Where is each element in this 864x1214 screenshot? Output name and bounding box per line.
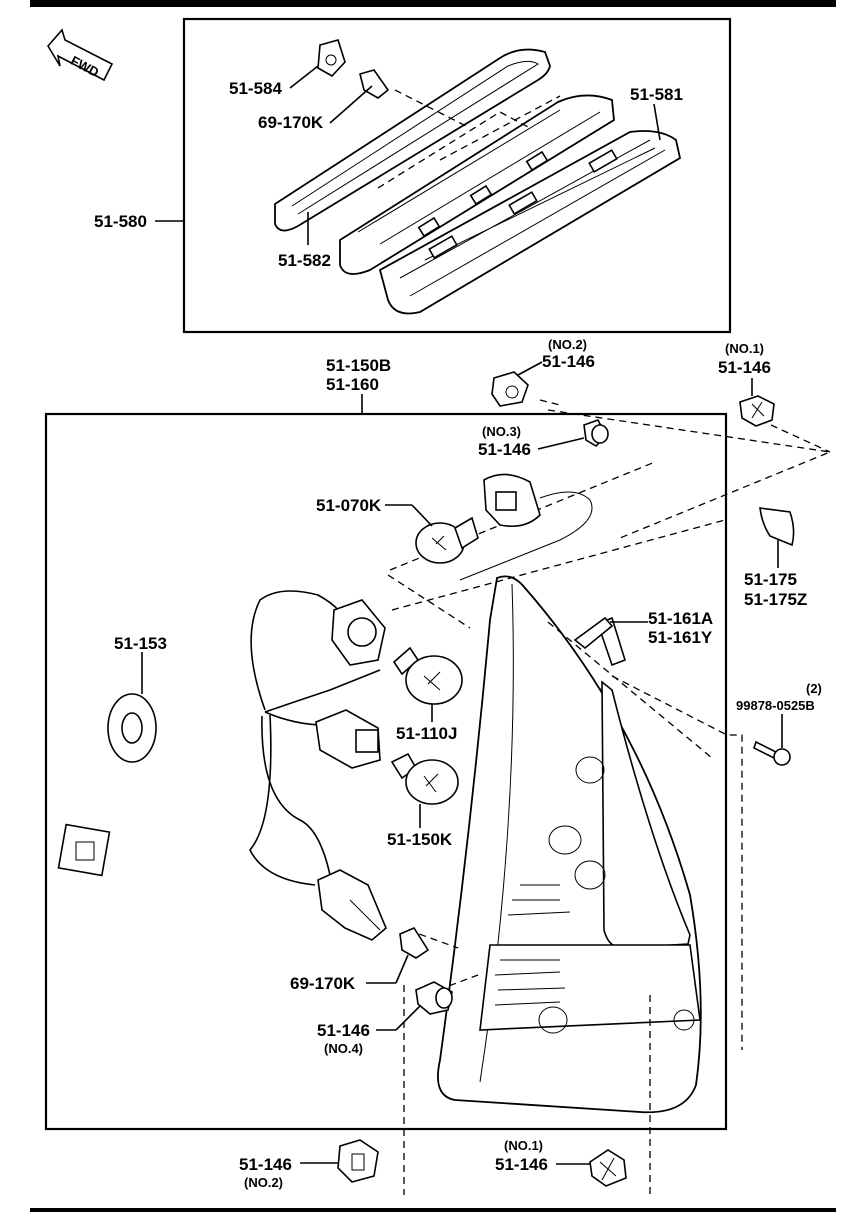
label-no1-top: (NO.1) [725,341,764,356]
label-51-146-no2-top: 51-146 [542,352,595,371]
high-mount-lamp-lens [378,130,682,315]
clip-51-146-no2-top [491,371,529,407]
leader-69-170k-bottom [395,954,409,984]
lamp-guide-lines [387,399,833,1195]
leader-51-070k [411,504,433,527]
label-69-170k-bottom: 69-170K [290,974,356,993]
bulb-51-150k [390,752,459,805]
label-99878-0525b: 99878-0525B [736,698,815,713]
top-rule [30,0,836,7]
label-no2-bottom: (NO.2) [244,1175,283,1190]
wiring-harness-51-153 [57,590,381,886]
label-51-150k: 51-150K [387,830,453,849]
clip-51-146-no2-bottom [337,1139,379,1183]
clip-51-146-no4 [415,981,453,1015]
high-mount-lamp-cover [274,48,551,232]
label-51-161y: 51-161Y [648,628,713,647]
clip-51-146-no1-bottom [589,1149,627,1187]
bulb-69-170k-bottom [399,926,430,959]
label-no2-top: (NO.2) [548,337,587,352]
socket-turn [317,869,387,941]
rear-combination-lamp-lens [437,575,702,1114]
lower-assembly-frame [44,412,728,1131]
label-no4: (NO.4) [324,1041,363,1056]
label-51-110j: 51-110J [396,724,457,743]
clip-51-146-no3 [583,419,609,448]
pad-51-175 [759,507,795,547]
label-51-150b: 51-150B [326,356,391,375]
label-69-170k-top: 69-170K [258,113,324,132]
socket-upper [459,473,593,581]
label-51-582: 51-582 [278,251,331,270]
bottom-rule [30,1208,836,1212]
high-mount-lamp-housing [339,94,615,275]
leader-51-146-no4 [395,1005,421,1031]
label-51-160: 51-160 [326,375,379,394]
label-51-581: 51-581 [630,85,683,104]
upper-guide-lines [377,89,561,189]
label-51-153: 51-153 [114,634,167,653]
label-no3: (NO.3) [482,424,521,439]
label-qty2: (2) [806,681,822,696]
leader-51-584 [289,65,319,89]
socket-51-584 [317,39,346,78]
clip-51-146-no1-top [739,395,775,427]
leader-51-146-no2-top [517,361,543,376]
label-51-584: 51-584 [229,79,282,98]
leader-69-170k-top [329,85,373,124]
label-51-175z: 51-175Z [744,590,807,609]
label-51-175: 51-175 [744,570,797,589]
socket-tail [331,599,386,666]
socket-stop [315,709,381,769]
upper-assembly-frame [182,17,732,334]
label-51-070k: 51-070K [316,496,382,515]
leader-51-146-no3 [537,437,585,450]
label-51-146-no2-bottom: 51-146 [239,1155,292,1174]
leader-51-581 [653,103,661,141]
label-51-146-no3: 51-146 [478,440,531,459]
label-51-146-no4: 51-146 [317,1021,370,1040]
bulb-51-070k [415,516,479,564]
label-51-161a: 51-161A [648,609,713,628]
label-51-146-no1-top: 51-146 [718,358,771,377]
screw-99878-0525b [753,740,791,766]
fwd-arrow: FWD [47,28,114,82]
label-51-580: 51-580 [94,212,147,231]
bulb-51-110j [392,646,463,705]
label-51-146-no1-bottom: 51-146 [495,1155,548,1174]
label-no1-bottom: (NO.1) [504,1138,543,1153]
gasket-51-161a [573,616,614,650]
